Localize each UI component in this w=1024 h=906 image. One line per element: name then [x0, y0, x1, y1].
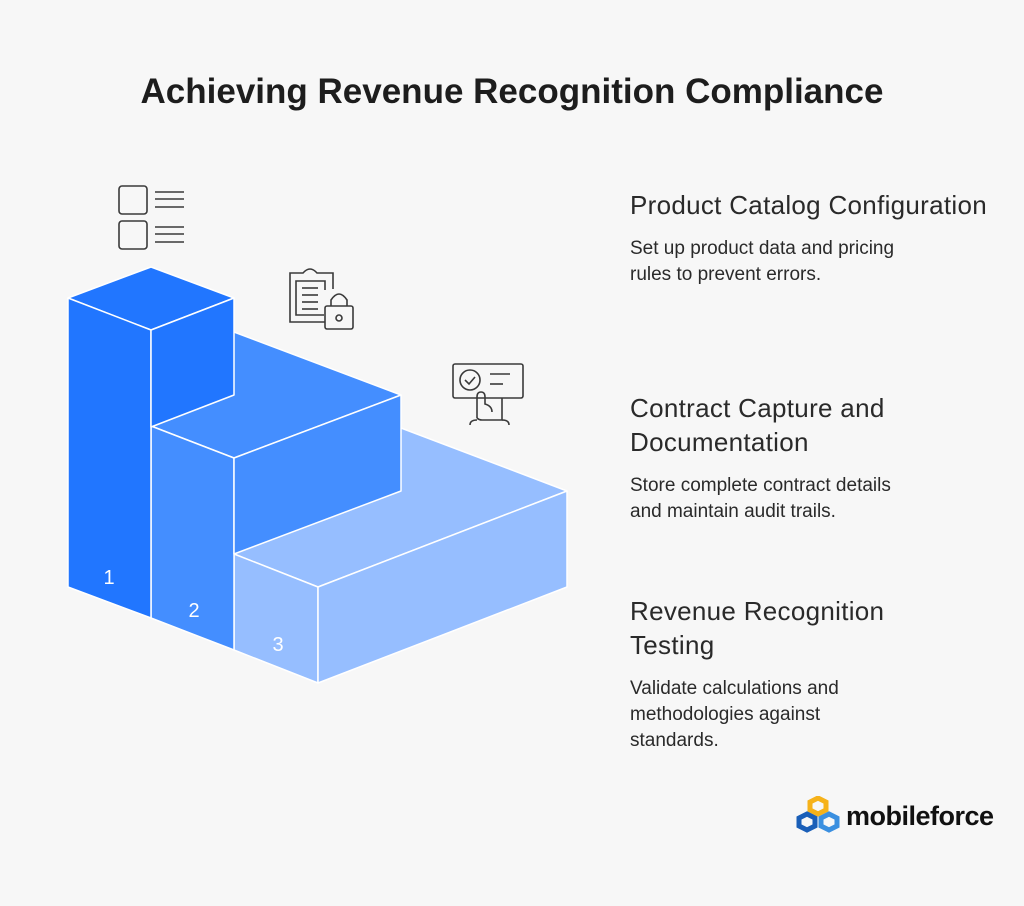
- step-1-block: [67, 266, 235, 619]
- mobileforce-logo: mobileforce: [796, 796, 994, 836]
- step-1-number: 1: [103, 567, 114, 589]
- step-3-description: Validate calculations and methodologies …: [630, 678, 839, 751]
- step-2-heading: Contract Capture and Documentation: [630, 393, 885, 457]
- step-3-heading: Revenue Recognition Testing: [630, 596, 885, 660]
- step-1-description: Set up product data and pricing rules to…: [630, 238, 895, 285]
- logo-text: mobileforce: [846, 800, 994, 831]
- step-1-heading: Product Catalog Configuration: [630, 190, 988, 220]
- step-2-block: [150, 331, 402, 651]
- touch-screen-check-icon: [452, 363, 524, 426]
- step-2-number: 2: [188, 600, 199, 622]
- step-2-description: Store complete contract details and main…: [630, 475, 891, 522]
- page-title: Achieving Revenue Recognition Compliance: [140, 72, 884, 111]
- step-3-text: Revenue Recognition Testing Validate cal…: [630, 594, 990, 754]
- logo-mark-icon: [796, 796, 840, 833]
- checklist-icon: [118, 185, 184, 250]
- step-3-number: 3: [272, 634, 283, 656]
- clipboard-lock-icon: [289, 268, 354, 330]
- step-1-text: Product Catalog Configuration Set up pro…: [630, 188, 990, 288]
- step-2-text: Contract Capture and Documentation Store…: [630, 391, 990, 525]
